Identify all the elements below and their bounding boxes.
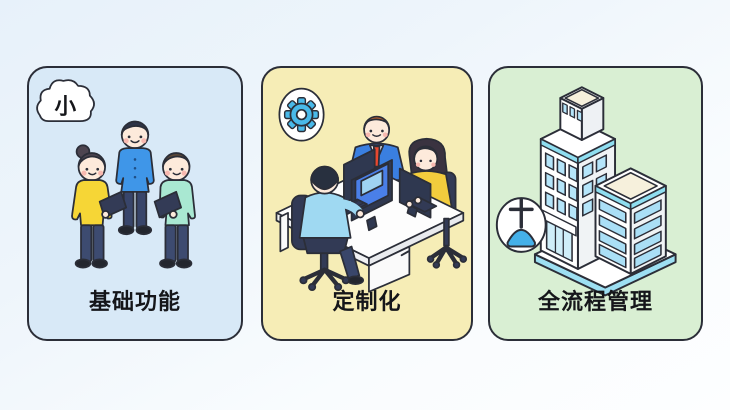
card-label: 定制化 — [332, 289, 402, 314]
person-center — [115, 120, 155, 236]
card-label: 全流程管理 — [537, 289, 653, 314]
gear-icon — [278, 87, 325, 142]
card-customization: 定制化 — [261, 66, 473, 341]
workstation-illustration — [275, 87, 468, 293]
card-label: 基础功能 — [88, 289, 181, 314]
person-developer — [291, 165, 365, 292]
card-full-process: 全流程管理 — [488, 66, 703, 341]
stamp-icon — [495, 197, 547, 253]
cloud-icon: 小 — [36, 79, 95, 123]
building-illustration — [495, 86, 677, 297]
short-tower — [594, 167, 667, 275]
card-basic-features: 小 — [27, 66, 243, 341]
person-right — [153, 152, 196, 269]
floor-mark — [400, 250, 410, 257]
penthouse — [559, 86, 605, 141]
people-illustration: 小 — [36, 79, 196, 269]
office-chair-right — [426, 217, 468, 269]
cloud-text: 小 — [55, 93, 77, 118]
person-left — [71, 144, 128, 269]
entrance-door — [545, 220, 573, 263]
